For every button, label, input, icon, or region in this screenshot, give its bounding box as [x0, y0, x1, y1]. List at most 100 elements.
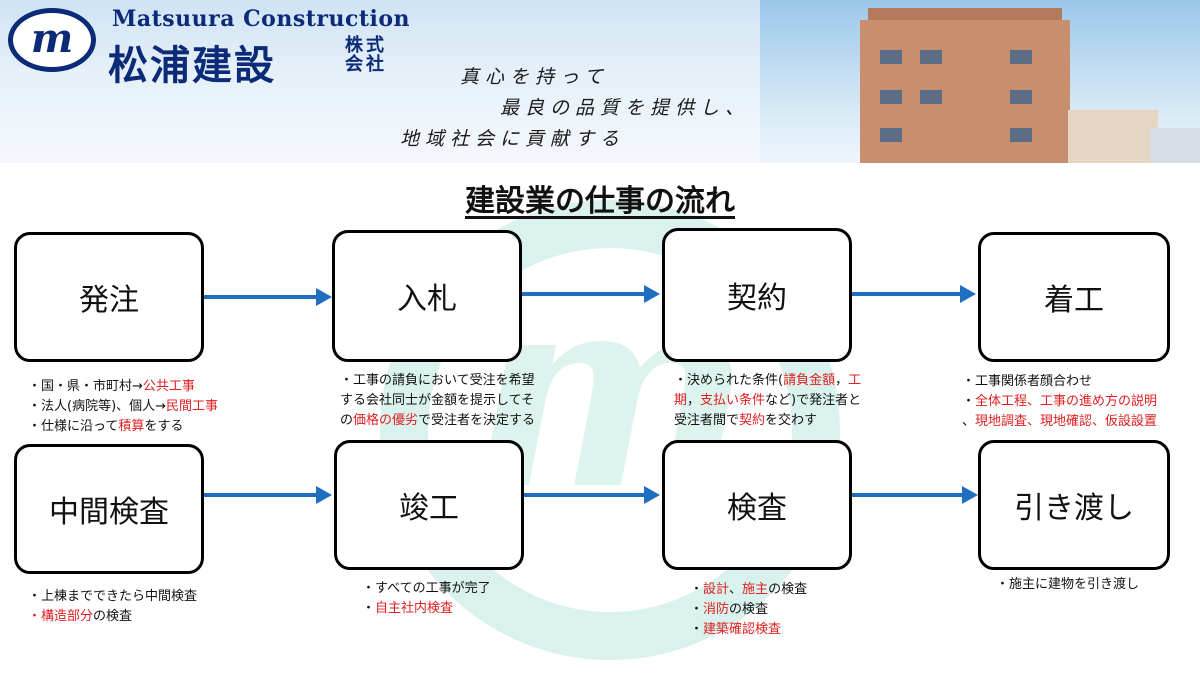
step-box-order: 発注 [14, 232, 204, 362]
note-text: する会社同士が金額を提示してそ [340, 393, 535, 408]
note-text: ・施主に建物を引き渡し [996, 577, 1140, 592]
step-notes-order: ・国・県・市町村→公共工事・法人(病院等)、個人→民間工事・仕様に沿って積算をす… [28, 377, 218, 437]
note-line: 期，支払い条件など)で発注者と [674, 391, 861, 411]
header-banner: m Matsuura Construction 松浦建設 株式会社 真心を持って… [0, 0, 1200, 163]
arrow-right [204, 486, 332, 504]
note-line: ・上棟までできたら中間検査 [28, 587, 197, 607]
note-text: ・決められた条件( [674, 373, 784, 388]
note-text: ・仕様に沿って [28, 419, 119, 434]
step-box-bidding: 入札 [332, 230, 522, 362]
motto-line-3: 地域社会に貢献する [400, 128, 626, 150]
note-text: の検査 [768, 582, 808, 597]
note-text: ・上棟までできたら中間検査 [28, 589, 198, 604]
motto-line-2: 最良の品質を提供し、 [500, 97, 751, 119]
note-text: ・工事関係者顔合わせ [962, 374, 1093, 389]
note-line: ・施主に建物を引き渡し [996, 575, 1139, 595]
note-highlight: 工 [848, 373, 862, 388]
brand-name-japanese: 松浦建設 [108, 42, 276, 89]
building-window [920, 50, 942, 64]
note-text: ・国・県・市町村→ [28, 379, 143, 394]
note-highlight: 構造部分 [41, 609, 94, 624]
building-window [880, 50, 902, 64]
note-text: ・すべての工事が完了 [362, 581, 491, 596]
step-box-completion: 竣工 [334, 440, 524, 570]
note-text: ， [687, 393, 701, 408]
note-text: ， [835, 373, 849, 388]
arrow-right [852, 285, 976, 303]
note-highlight: ・ [28, 609, 42, 624]
step-notes-handover: ・施主に建物を引き渡し [996, 575, 1139, 595]
note-line: ・決められた条件(請負金額，工 [674, 371, 861, 391]
note-text: ・法人(病院等)、個人→ [28, 399, 167, 414]
arrow-right [852, 486, 978, 504]
note-highlight: 設計 [703, 582, 730, 597]
note-line: ・国・県・市町村→公共工事 [28, 377, 218, 397]
house-photo [1150, 128, 1200, 163]
step-box-contract: 契約 [662, 228, 852, 362]
building-window [1010, 50, 1032, 64]
note-text: で受注者を決定する [418, 413, 536, 428]
brand-name-english: Matsuura Construction [112, 6, 411, 32]
note-text: を交わす [765, 413, 818, 428]
note-line: ・建築確認検査 [690, 620, 807, 640]
step-box-interim-inspection: 中間検査 [14, 444, 204, 574]
house-photo [1068, 110, 1158, 163]
page-title: 建設業の仕事の流れ [465, 184, 735, 219]
note-highlight: 現地調査、現地確認、仮設設置 [975, 414, 1158, 429]
step-notes-interim-inspection: ・上棟までできたら中間検査・構造部分の検査 [28, 587, 197, 627]
note-text: ・ [362, 601, 376, 616]
step-label: 竣工 [399, 491, 459, 526]
note-text: の検査 [93, 609, 133, 624]
note-text: をする [144, 419, 184, 434]
note-text: ・ [690, 622, 704, 637]
building-window [1010, 128, 1032, 142]
step-label: 着工 [1044, 283, 1104, 318]
note-text: ・ [690, 582, 704, 597]
note-text: ・ [690, 602, 704, 617]
note-line: の価格の優劣で受注者を決定する [340, 411, 535, 431]
note-line: 受注者間で契約を交わす [674, 411, 861, 431]
motto-line-1: 真心を持って [460, 66, 610, 88]
step-notes-start: ・工事関係者顔合わせ・全体工程、工事の進め方の説明、現地調査、現地確認、仮設設置 [962, 372, 1157, 432]
step-notes-bidding: ・工事の請負において受注を希望する会社同士が金額を提示してその価格の優劣で受注者… [340, 371, 535, 431]
note-highlight: 自主社内検査 [375, 601, 454, 616]
note-text: 、 [962, 414, 976, 429]
arrow-right [522, 285, 660, 303]
note-text: の [340, 413, 354, 428]
note-line: ・自主社内検査 [362, 599, 491, 619]
step-label: 中間検査 [49, 495, 169, 530]
note-highlight: 施主 [742, 582, 769, 597]
step-notes-contract: ・決められた条件(請負金額，工期，支払い条件など)で発注者と受注者間で契約を交わ… [674, 371, 861, 431]
logo-mark: m [30, 15, 74, 62]
company-logo: m [8, 8, 96, 72]
note-line: ・工事関係者顔合わせ [962, 372, 1157, 392]
step-notes-completion: ・すべての工事が完了・自主社内検査 [362, 579, 491, 619]
building-window [880, 128, 902, 142]
note-text: 、 [729, 582, 743, 597]
note-highlight: 契約 [739, 413, 766, 428]
arrow-right [204, 288, 332, 306]
note-line: ・仕様に沿って積算をする [28, 417, 218, 437]
step-notes-inspection: ・設計、施主の検査・消防の検査・建築確認検査 [690, 580, 807, 640]
step-label: 入札 [397, 282, 457, 317]
note-highlight: 建築確認検査 [703, 622, 782, 637]
step-label: 引き渡し [1014, 491, 1134, 526]
note-line: ・設計、施主の検査 [690, 580, 807, 600]
building-window [920, 90, 942, 104]
note-text: など)で発注者と [765, 393, 862, 408]
note-text: ・工事の請負において受注を希望 [340, 373, 535, 388]
step-box-handover: 引き渡し [978, 440, 1170, 570]
note-line: ・すべての工事が完了 [362, 579, 491, 599]
note-highlight: 期 [674, 393, 688, 408]
building-window [880, 90, 902, 104]
note-line: 、現地調査、現地確認、仮設設置 [962, 412, 1157, 432]
brand-suffix: 株式会社 [345, 35, 387, 75]
note-line: ・全体工程、工事の進め方の説明 [962, 392, 1157, 412]
step-box-inspection: 検査 [662, 440, 852, 570]
note-line: ・法人(病院等)、個人→民間工事 [28, 397, 218, 417]
note-text: 受注者間で [674, 413, 740, 428]
note-highlight: 消防 [703, 602, 730, 617]
note-highlight: 積算 [118, 419, 145, 434]
note-highlight: 民間工事 [166, 399, 219, 414]
step-label: 検査 [727, 491, 787, 526]
